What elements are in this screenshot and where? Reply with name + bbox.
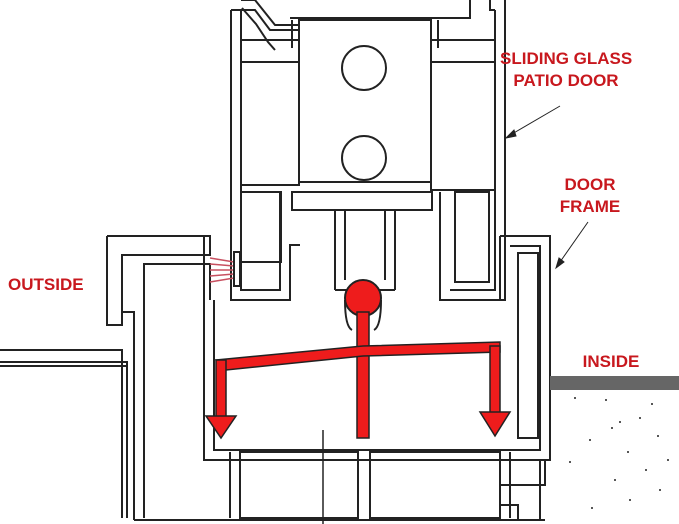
- pointer-sliding-door: [511, 105, 561, 135]
- pointer-door-frame: [559, 221, 589, 263]
- door-frame-sill-outline: [106, 235, 551, 521]
- label-outside: OUTSIDE: [8, 275, 84, 294]
- callout-pointers: [504, 105, 589, 270]
- water-flow-path: [204, 279, 512, 440]
- label-inside: INSIDE: [582, 352, 640, 371]
- flow-arrow-left: [204, 415, 238, 440]
- label-door-frame: DOOR FRAME: [548, 174, 632, 218]
- flow-arrow-right: [478, 411, 512, 438]
- label-line: PATIO DOOR: [513, 71, 619, 90]
- inside-floor: [550, 376, 679, 509]
- outside-deck-profile: [0, 349, 128, 518]
- label-line: FRAME: [559, 197, 621, 216]
- label-sliding-glass-patio-door: SLIDING GLASS PATIO DOOR: [500, 48, 632, 92]
- label-line: DOOR: [564, 175, 616, 194]
- weatherstrip-brush: [209, 251, 241, 287]
- label-line: SLIDING GLASS: [500, 49, 633, 68]
- sliding-door-panel: [230, 0, 506, 301]
